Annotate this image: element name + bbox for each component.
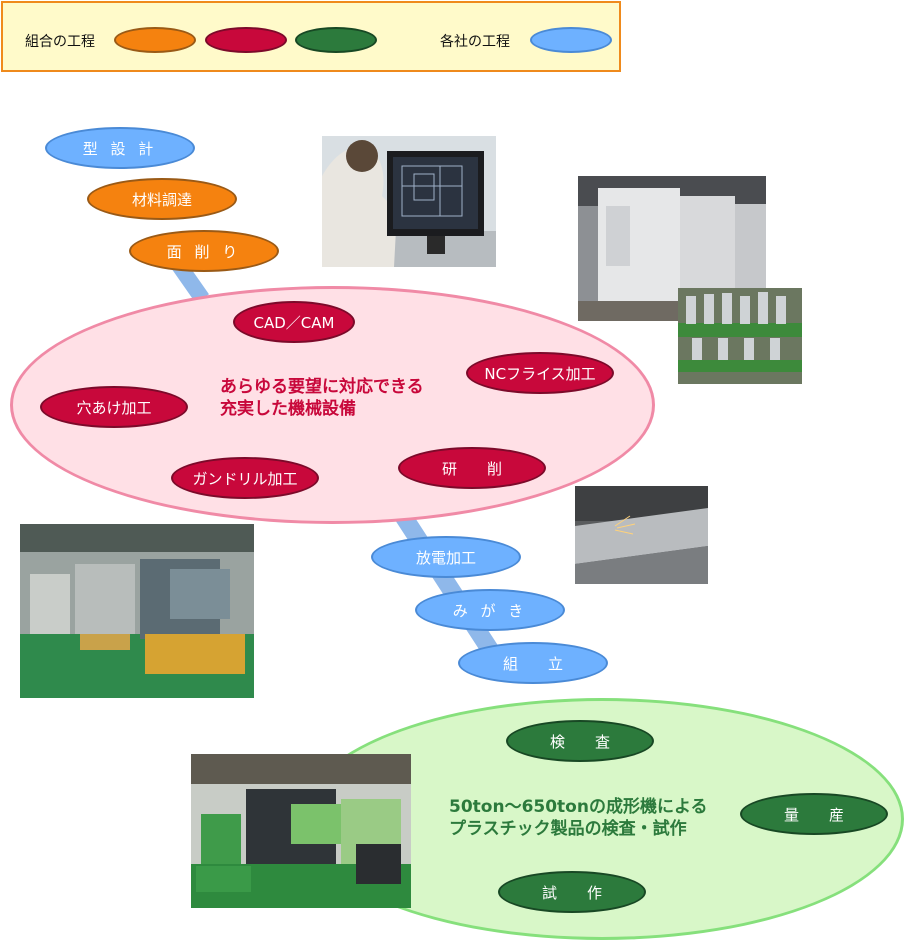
photo-cad-operator: [322, 136, 496, 267]
step-material-procurement: 材料調達: [87, 178, 237, 220]
photo-molding-machines: [191, 754, 411, 908]
machining-description-line1: あらゆる要望に対応できる: [220, 377, 424, 397]
step-mold-design: 型 設 計: [45, 127, 195, 169]
machining-description-line2: 充実した機械設備: [220, 399, 356, 419]
item-prototyping: 試 作: [498, 871, 646, 913]
legend-orange-swatch: [114, 27, 196, 53]
photo-machining-centers: [578, 176, 766, 321]
item-grinding: 研 削: [398, 447, 546, 489]
legend-red-swatch: [205, 27, 287, 53]
item-cad-cam: CAD／CAM: [233, 301, 355, 343]
photo-factory-floor: [20, 524, 254, 698]
step-assembly: 組 立: [458, 642, 608, 684]
molding-description-line1: 50ton～650tonの成形機による: [449, 797, 708, 817]
item-nc-milling: NCフライス加工: [466, 352, 614, 394]
legend-green-swatch: [295, 27, 377, 53]
item-mass-production: 量 産: [740, 793, 888, 835]
item-inspection: 検 査: [506, 720, 654, 762]
molding-description-line2: プラスチック製品の検査・試作: [449, 819, 687, 839]
photo-grinding-sparks: [575, 486, 708, 584]
machining-description: あらゆる要望に対応できる 充実した機械設備: [220, 376, 424, 420]
step-edm: 放電加工: [371, 536, 521, 578]
photo-tool-holders: [678, 288, 802, 384]
step-polishing: み が き: [415, 589, 565, 631]
legend-member-label: 各社の工程: [440, 34, 510, 50]
step-face-milling: 面 削 り: [129, 230, 279, 272]
legend-box: 組合の工程 各社の工程: [1, 1, 621, 72]
legend-union-label: 組合の工程: [25, 34, 95, 50]
legend-blue-swatch: [530, 27, 612, 53]
molding-description: 50ton～650tonの成形機による プラスチック製品の検査・試作: [449, 796, 707, 840]
item-gun-drilling: ガンドリル加工: [171, 457, 319, 499]
item-drilling: 穴あけ加工: [40, 386, 188, 428]
